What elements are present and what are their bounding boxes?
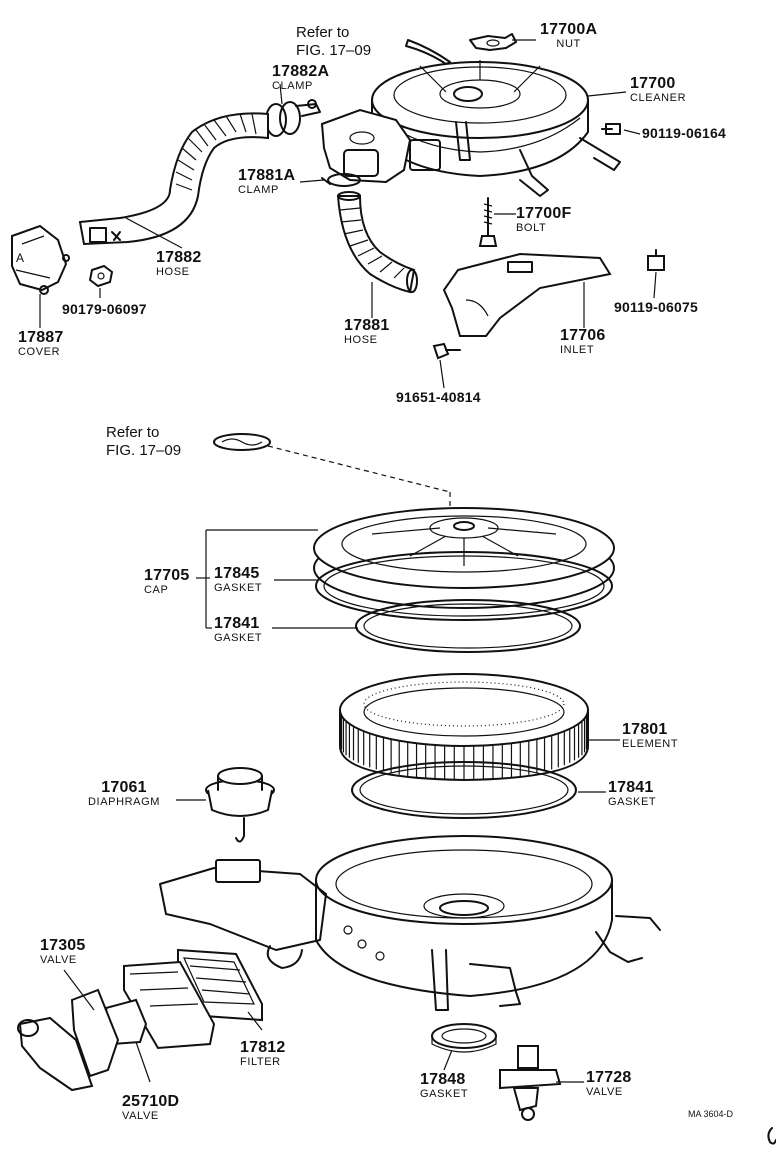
bolt-90119-06075-drawing <box>647 249 665 271</box>
nut-90179-06097-drawing <box>88 264 114 288</box>
label-17845: 17845 GASKET <box>214 565 263 594</box>
label-17882: 17882 HOSE <box>156 249 202 278</box>
bolt-90119-06164-drawing <box>601 123 621 135</box>
gasket-17848-drawing <box>431 1023 497 1053</box>
label-17881: 17881 HOSE <box>344 317 390 346</box>
leader-lines <box>39 39 657 1083</box>
bolt-17700F-drawing <box>478 197 498 247</box>
label-17061: 17061 DIAPHRAGM <box>88 779 161 808</box>
label-17801: 17801 ELEMENT <box>622 721 679 750</box>
valve-17728-drawing <box>499 1045 562 1121</box>
label-17728: 17728 VALVE <box>586 1069 632 1098</box>
element-17801-drawing <box>339 673 589 782</box>
nut-17700A-drawing <box>469 33 517 51</box>
seal-strip-drawing <box>405 39 451 65</box>
label-17841-upper: 17841 GASKET <box>214 615 263 644</box>
label-17700F: 17700F BOLT <box>516 205 572 234</box>
drawing-code: MA 3604-D <box>688 1109 734 1119</box>
refer-fig-mid: Refer to FIG. 17–09 <box>106 424 182 459</box>
hose-17881-drawing <box>336 191 418 294</box>
label-90179-06097: 90179-06097 <box>62 301 147 317</box>
label-17848: 17848 GASKET <box>420 1071 469 1100</box>
label-17705: 17705 CAP <box>144 567 190 596</box>
gasket-17841-lower-drawing <box>351 761 577 819</box>
cleaner-housing-drawing <box>159 835 661 1011</box>
cover-17887-drawing <box>11 224 70 295</box>
emblem-leader <box>267 445 451 493</box>
label-25710D: 25710D VALVE <box>122 1093 180 1122</box>
intake-body-drawing <box>320 108 441 184</box>
valve-17305-drawing <box>17 988 120 1092</box>
hose-17882-drawing <box>78 112 269 246</box>
label-91651-40814: 91651-40814 <box>396 389 481 405</box>
gasket-17841-upper-drawing <box>355 599 581 653</box>
valve-25710D-drawing <box>104 960 216 1050</box>
clamp-17881A-drawing <box>321 173 361 187</box>
air-cleaner-17700-drawing <box>371 60 621 197</box>
cap-17705-drawing <box>313 507 615 609</box>
clamp-17882A-drawing <box>265 99 321 137</box>
label-17812: 17812 FILTER <box>240 1039 286 1068</box>
label-17841-lower: 17841 GASKET <box>608 779 657 808</box>
refer-fig-top: Refer to FIG. 17–09 <box>296 24 372 59</box>
corner-mark <box>767 1127 776 1145</box>
diaphragm-17061-drawing <box>205 767 275 843</box>
gasket-17845-drawing <box>315 551 613 621</box>
label-17706: 17706 INLET <box>560 327 606 356</box>
label-17700: 17700 CLEANER <box>630 75 687 104</box>
label-17881A: 17881A CLAMP <box>238 167 296 196</box>
label-17882A: 17882A CLAMP <box>272 63 330 92</box>
emblem-drawing <box>213 433 271 451</box>
inlet-17706-drawing <box>442 252 612 337</box>
bolt-91651-40814-drawing <box>432 342 461 360</box>
label-90119-06164: 90119-06164 <box>642 125 726 141</box>
label-17887: 17887 COVER <box>18 329 64 358</box>
label-17305: 17305 VALVE <box>40 937 86 966</box>
label-90119-06075: 90119-06075 <box>614 299 698 315</box>
cover-mark: A <box>16 251 24 265</box>
label-17700A: 17700A NUT <box>540 21 598 50</box>
